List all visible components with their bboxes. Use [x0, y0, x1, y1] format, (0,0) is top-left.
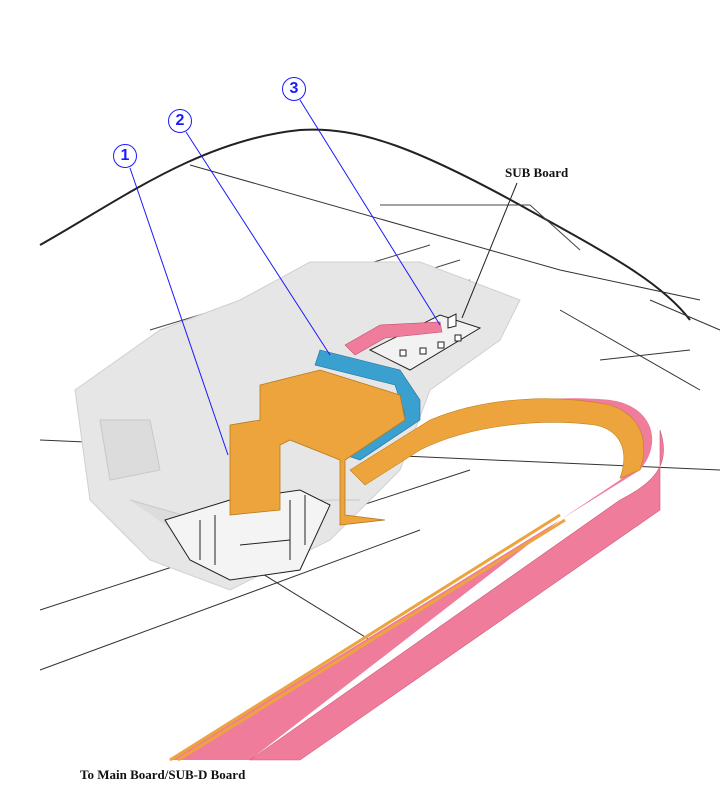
sub-board-label: SUB Board — [505, 165, 569, 180]
orange-ffc — [229, 369, 406, 526]
pink-u-cable-side — [249, 429, 664, 761]
sub-board-connector — [399, 313, 462, 357]
callout-2: 2 — [168, 109, 192, 133]
to-main-board-label: To Main Board/SUB-D Board — [80, 767, 246, 782]
leader-lines — [129, 99, 441, 456]
print-head-fins — [199, 495, 306, 565]
callout-1: 1 — [113, 144, 137, 168]
orange-u-cable-top — [349, 398, 644, 486]
pink-ribbon-sub — [344, 321, 443, 356]
callout-3: 3 — [282, 77, 306, 101]
sub-board-leader — [461, 182, 518, 319]
housing-outline — [39, 128, 691, 321]
orange-u-edge — [169, 513, 566, 762]
blue-cable — [314, 349, 421, 461]
housing-inner-line — [189, 164, 701, 301]
